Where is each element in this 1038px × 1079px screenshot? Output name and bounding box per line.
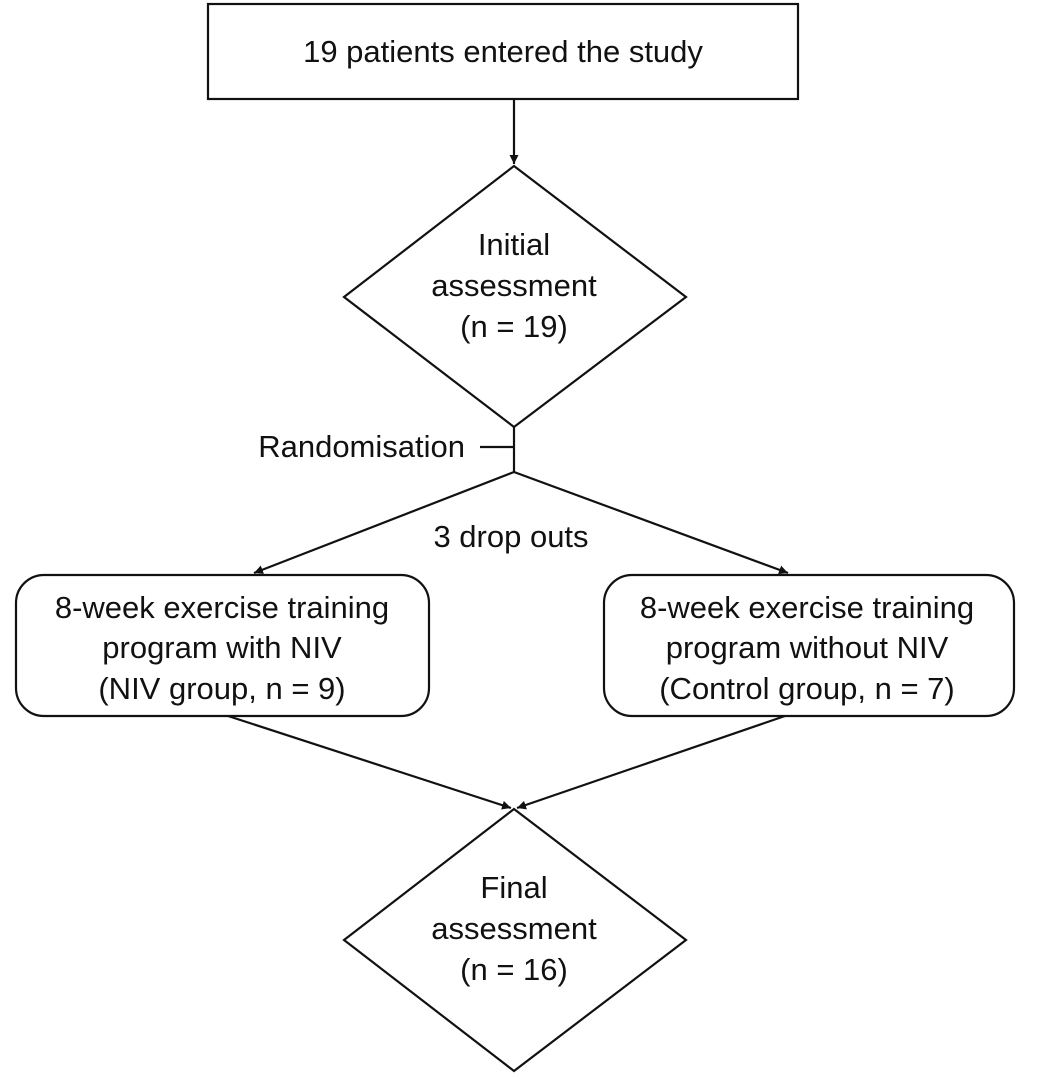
niv-group-line-2: program with NIV [102, 630, 342, 665]
initial-assessment-line-1: Initial [478, 227, 550, 262]
arrow-to-control-group [513, 470, 789, 575]
entered-study-box [206, 2, 800, 101]
niv-group-box [14, 573, 431, 718]
entered-study-text: 19 patients entered the study [303, 34, 703, 69]
initial-assessment-line-2: assessment [431, 268, 597, 303]
control-group-box [602, 573, 1016, 718]
niv-group-line-3: (NIV group, n = 9) [98, 671, 345, 706]
final-assessment-diamond [342, 807, 688, 1073]
niv-group-line-1: 8-week exercise training [55, 590, 389, 625]
control-group-line-3: (Control group, n = 7) [659, 671, 955, 706]
initial-assessment-line-3: (n = 19) [460, 309, 568, 344]
control-group-line-1: 8-week exercise training [640, 590, 974, 625]
control-group-line-2: program without NIV [666, 630, 949, 665]
arrow-to-niv-group [253, 470, 515, 575]
arrow-niv-to-final [227, 714, 512, 810]
arrow-control-to-final [516, 714, 786, 810]
final-assessment-line-3: (n = 16) [460, 952, 568, 987]
final-assessment-line-2: assessment [431, 911, 597, 946]
randomisation-label: Randomisation [258, 429, 465, 464]
dropouts-label: 3 drop outs [433, 519, 588, 554]
final-assessment-line-1: Final [480, 870, 547, 905]
